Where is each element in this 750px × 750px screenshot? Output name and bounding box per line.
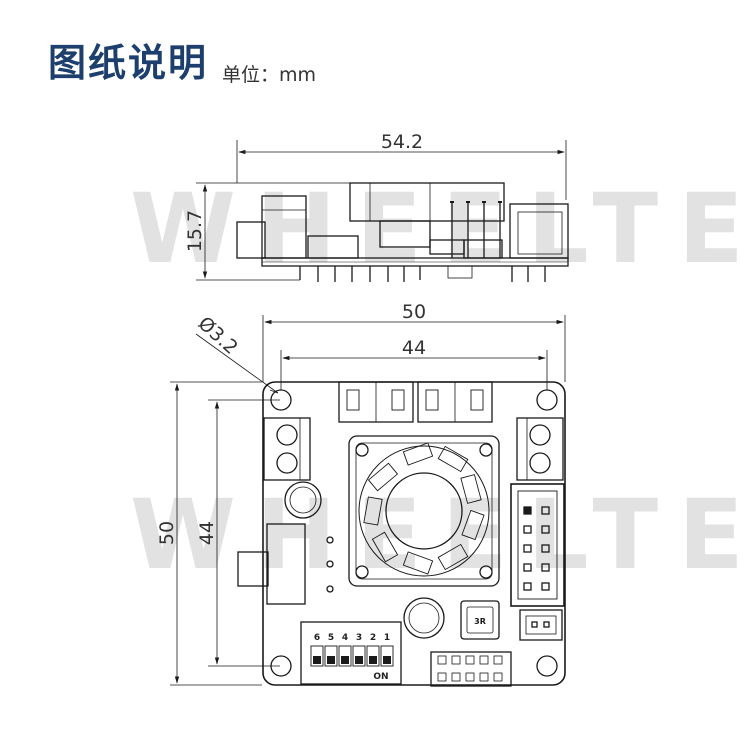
- capacitor-bottom: [403, 597, 445, 639]
- switch-number: 2: [370, 633, 376, 643]
- dim-top-height: 50: [156, 521, 178, 545]
- mounting-hole: [536, 389, 558, 411]
- top-connector-left: [338, 381, 414, 423]
- inductor-label: 3R: [474, 617, 486, 626]
- dim-side-width: 54.2: [381, 131, 423, 153]
- page-title: 图纸说明: [48, 41, 209, 85]
- unit-label: 单位：mm: [222, 64, 317, 86]
- dc-jack: [237, 551, 269, 587]
- left-screw-terminal: [263, 417, 311, 481]
- dim-top-width: 50: [402, 301, 426, 323]
- dim-side-height: 15.7: [184, 210, 206, 252]
- switch-number: 5: [328, 633, 334, 643]
- switch-number: 4: [342, 633, 348, 643]
- watermark-top: WHEELTEC: [130, 173, 750, 285]
- mounting-hole: [536, 655, 558, 677]
- idc-header: [510, 483, 565, 607]
- watermark-bottom: WHEELTEC: [130, 479, 750, 591]
- switch-number: 6: [314, 633, 320, 643]
- bottom-header: [430, 651, 512, 687]
- switch-on-label: ON: [373, 672, 388, 682]
- capacitor-left: [284, 481, 322, 519]
- inductor: 3R: [460, 600, 500, 640]
- side-view: 54.2 15.7: [184, 131, 569, 282]
- small-connector: [519, 609, 563, 641]
- switch-number: 1: [384, 633, 390, 643]
- top-connector-right: [417, 381, 493, 423]
- right-screw-terminal: [516, 417, 564, 481]
- dim-hole-diameter: Ø3.2: [194, 312, 242, 359]
- dim-hole-spacing-y: 44: [196, 521, 218, 545]
- dip-switch: 6 5 4 3 2 1 ON: [300, 621, 402, 685]
- top-view: 50 44 50 44 Ø3.2: [156, 301, 566, 687]
- switch-number: 3: [356, 633, 362, 643]
- dim-hole-spacing-x: 44: [402, 337, 426, 359]
- mounting-hole: [270, 389, 292, 411]
- cooling-fan: [348, 435, 500, 587]
- mounting-hole: [270, 655, 292, 677]
